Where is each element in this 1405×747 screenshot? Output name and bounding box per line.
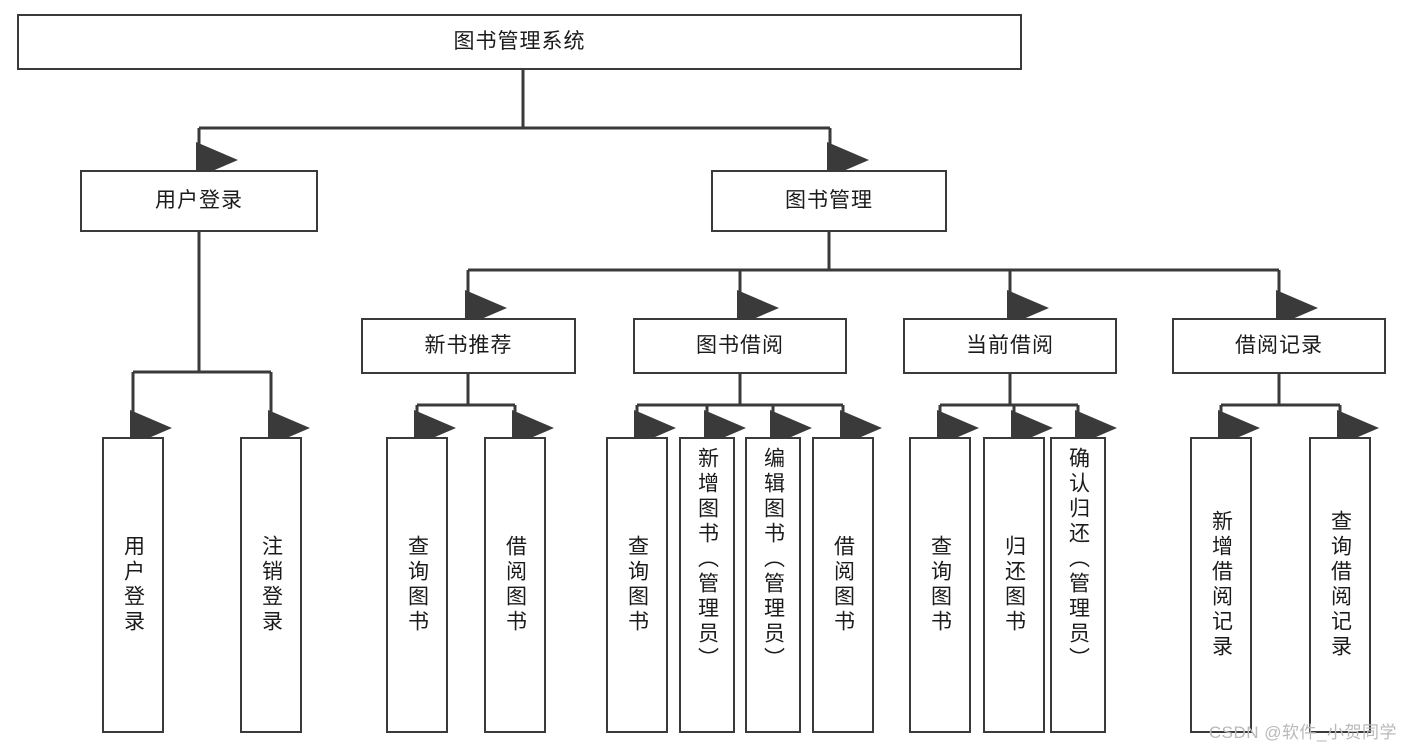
leaf-borrow-book-2-label: 借阅图书 bbox=[831, 535, 855, 635]
node-book-borrow-label: 图书借阅 bbox=[696, 333, 784, 357]
leaf-user-logout-label: 注销登录 bbox=[259, 535, 283, 635]
leaf-borrow-book-1-label: 借阅图书 bbox=[503, 535, 527, 635]
leaf-query-record-label: 查询借阅记录 bbox=[1328, 510, 1352, 660]
node-new-book-rec-label: 新书推荐 bbox=[424, 333, 513, 357]
leaf-query-book-1[interactable]: 查询图书 bbox=[386, 437, 448, 733]
leaf-return-book[interactable]: 归还图书 bbox=[983, 437, 1045, 733]
leaf-confirm-return[interactable]: 确认归还（管理员） bbox=[1050, 437, 1106, 733]
leaf-query-book-2-label: 查询图书 bbox=[625, 535, 649, 635]
leaf-borrow-book-2[interactable]: 借阅图书 bbox=[812, 437, 874, 733]
leaf-add-record[interactable]: 新增借阅记录 bbox=[1190, 437, 1252, 733]
node-new-book-rec[interactable]: 新书推荐 bbox=[361, 318, 576, 374]
leaf-query-book-3[interactable]: 查询图书 bbox=[909, 437, 971, 733]
leaf-borrow-book-1[interactable]: 借阅图书 bbox=[484, 437, 546, 733]
leaf-edit-book[interactable]: 编辑图书（管理员） bbox=[745, 437, 801, 733]
leaf-query-book-3-label: 查询图书 bbox=[928, 535, 952, 635]
node-book-manage-label: 图书管理 bbox=[785, 188, 873, 212]
leaf-add-book[interactable]: 新增图书（管理员） bbox=[679, 437, 735, 733]
leaf-query-book-1-label: 查询图书 bbox=[405, 535, 429, 635]
node-root-label: 图书管理系统 bbox=[453, 29, 586, 53]
leaf-user-login[interactable]: 用户登录 bbox=[102, 437, 164, 733]
leaf-user-login-label: 用户登录 bbox=[121, 535, 145, 635]
leaf-add-record-label: 新增借阅记录 bbox=[1209, 510, 1233, 660]
csdn-watermark: CSDN @软件_小贺同学 bbox=[1208, 723, 1397, 742]
leaf-user-logout[interactable]: 注销登录 bbox=[240, 437, 302, 733]
leaf-query-book-2[interactable]: 查询图书 bbox=[606, 437, 668, 733]
leaf-query-record[interactable]: 查询借阅记录 bbox=[1309, 437, 1371, 733]
node-borrow-record-label: 借阅记录 bbox=[1235, 333, 1323, 357]
leaf-edit-book-label: 编辑图书（管理员） bbox=[761, 447, 785, 672]
leaf-add-book-label: 新增图书（管理员） bbox=[695, 447, 719, 672]
node-user-login-label: 用户登录 bbox=[155, 188, 243, 212]
leaf-confirm-return-label: 确认归还（管理员） bbox=[1066, 447, 1090, 672]
node-root[interactable]: 图书管理系统 bbox=[17, 14, 1022, 70]
node-user-login[interactable]: 用户登录 bbox=[80, 170, 318, 232]
node-current-borrow-label: 当前借阅 bbox=[966, 333, 1054, 357]
node-book-borrow[interactable]: 图书借阅 bbox=[633, 318, 847, 374]
node-current-borrow[interactable]: 当前借阅 bbox=[903, 318, 1117, 374]
node-book-manage[interactable]: 图书管理 bbox=[711, 170, 947, 232]
leaf-return-book-label: 归还图书 bbox=[1002, 535, 1026, 635]
node-borrow-record[interactable]: 借阅记录 bbox=[1172, 318, 1386, 374]
